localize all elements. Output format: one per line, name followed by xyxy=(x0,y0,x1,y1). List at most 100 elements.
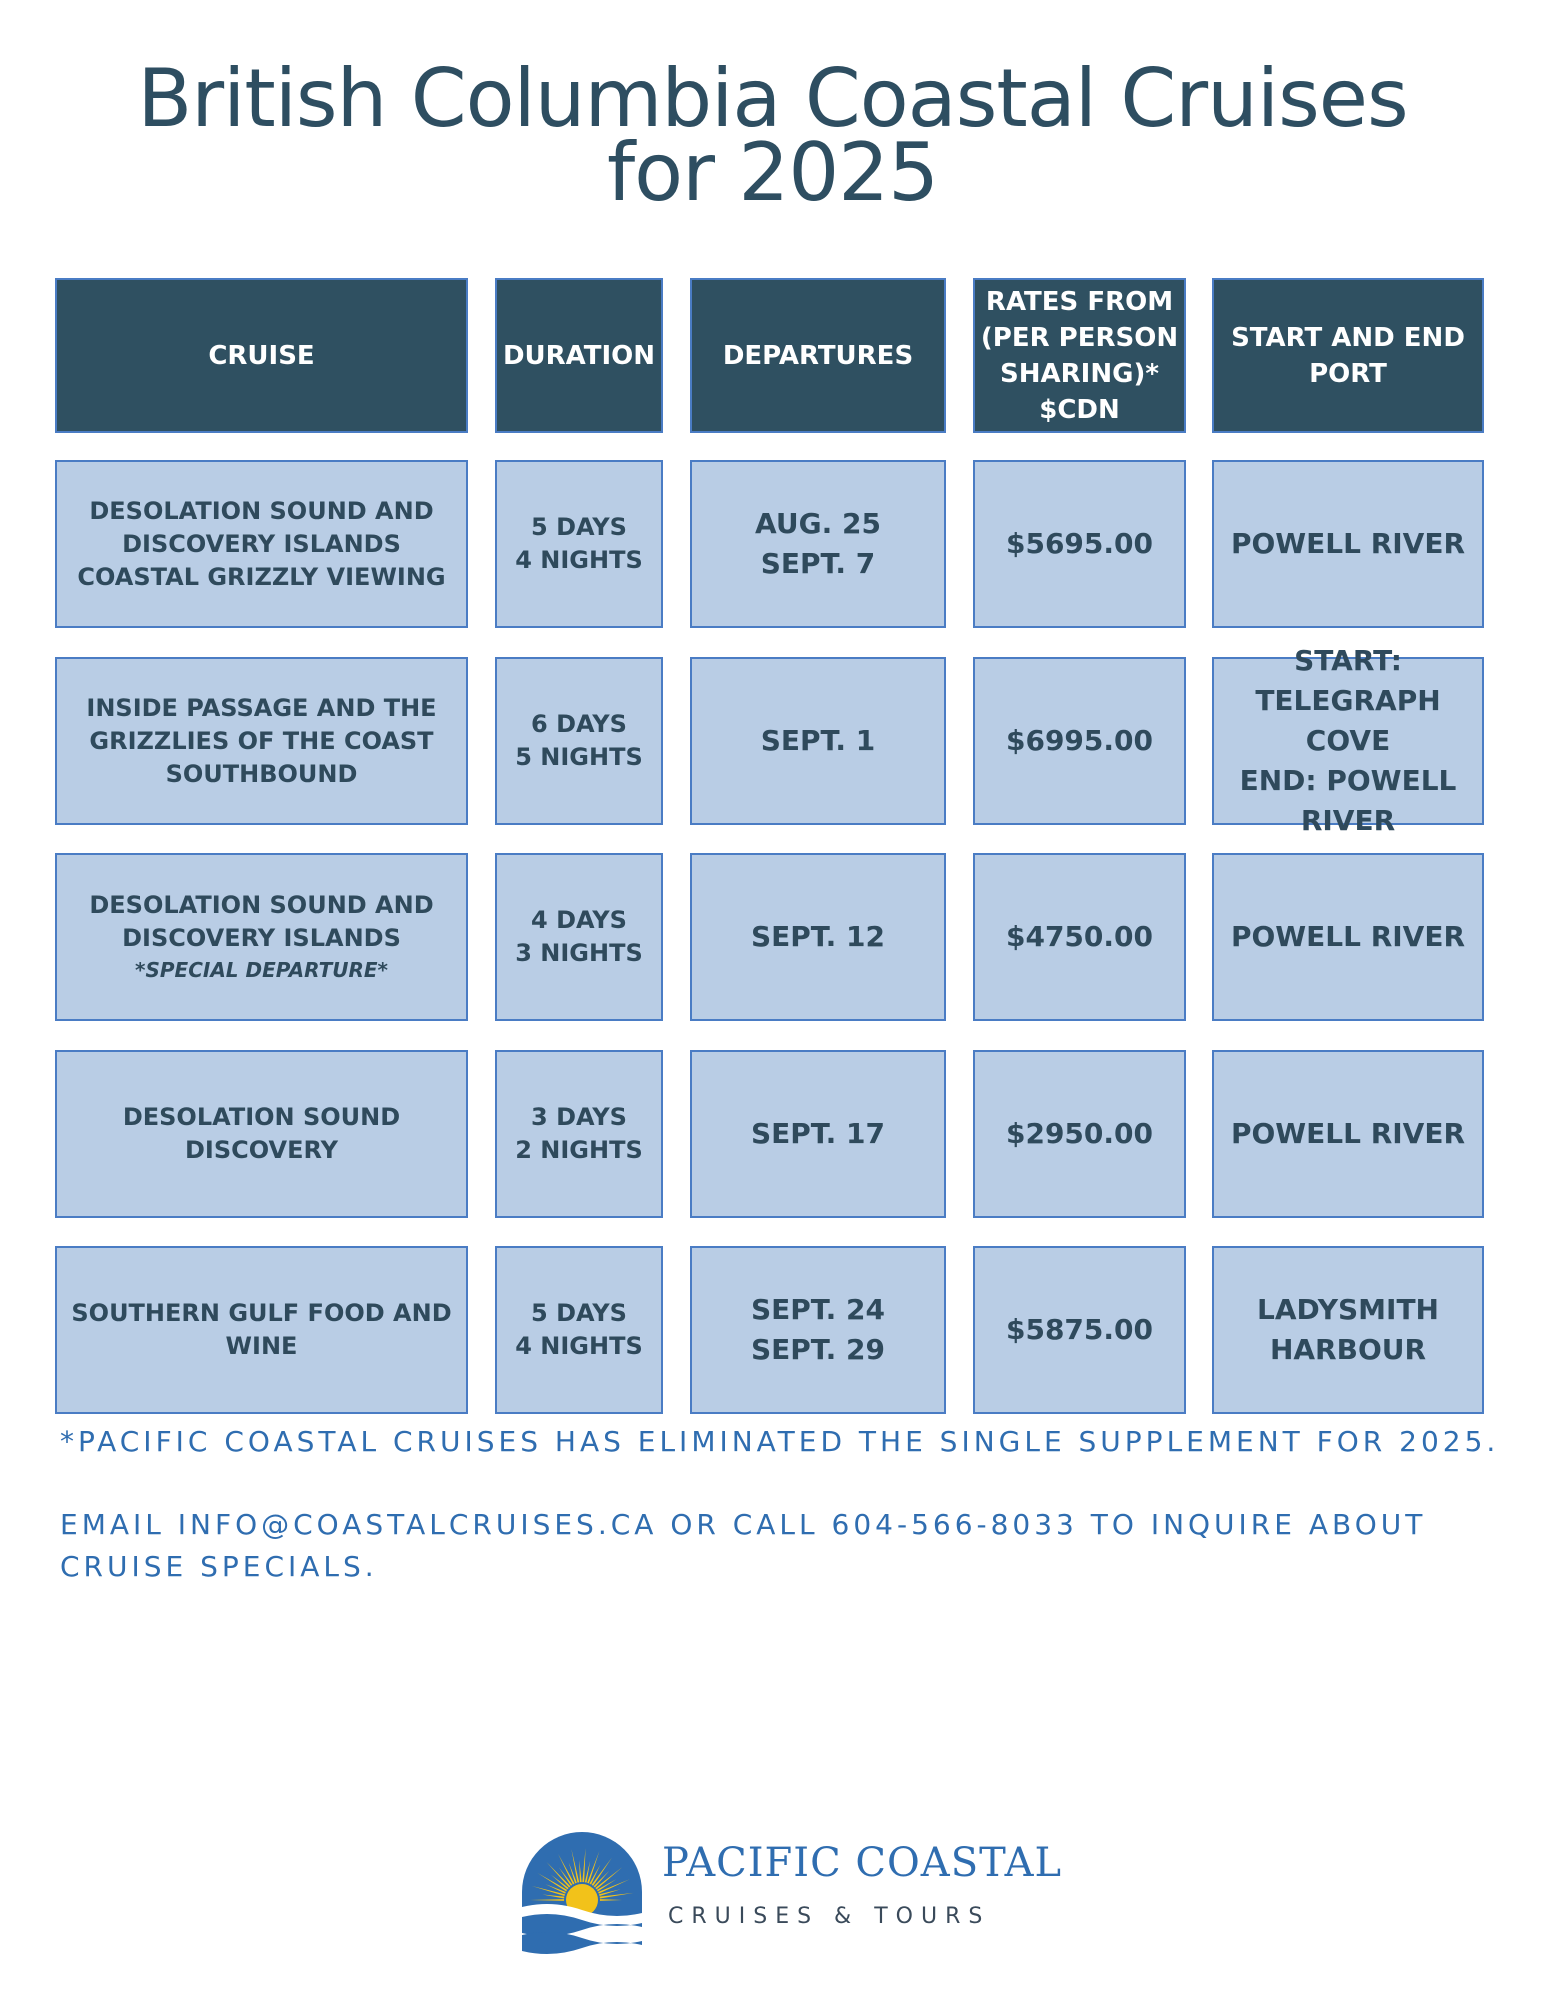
sun-ray xyxy=(596,1879,617,1892)
row-2-cruise: INSIDE PASSAGE AND THE GRIZZLIES OF THE C… xyxy=(55,657,468,825)
sun-ray xyxy=(558,1853,575,1885)
sun-ray xyxy=(542,1894,565,1899)
sun-ray xyxy=(546,1861,571,1888)
port-text-line: RIVER xyxy=(1300,804,1396,837)
row-4-departures: SEPT. 17 xyxy=(690,1050,946,1218)
row-3-port: POWELL RIVER xyxy=(1212,853,1484,1021)
duration-text-line: 5 NIGHTS xyxy=(515,743,643,771)
row-3-departures: SEPT. 12 xyxy=(690,853,946,1021)
cruise-text-line: INSIDE PASSAGE AND THE xyxy=(86,693,437,722)
sun-ray xyxy=(599,1892,634,1899)
sun-waves-icon xyxy=(522,1832,642,1957)
header-duration-label: DURATION xyxy=(502,340,656,371)
sun-ray xyxy=(571,1849,580,1883)
header-cruise-label: CRUISE xyxy=(208,340,315,371)
row-5-cruise: SOUTHERN GULF FOOD AND WINE xyxy=(55,1246,468,1414)
sun-ray xyxy=(530,1899,565,1901)
port-text-line: HARBOUR xyxy=(1269,1333,1427,1366)
departures-text-line: SEPT. 17 xyxy=(750,1117,885,1150)
sun-ray xyxy=(591,1857,612,1886)
sun-ray xyxy=(599,1899,622,1901)
contact-line-1: EMAIL INFO@COASTALCRUISES.CA OR CALL 604… xyxy=(60,1508,1427,1541)
title-line-1: British Columbia Coastal Cruises xyxy=(137,52,1408,145)
header-rates-line: (PER PERSON xyxy=(980,322,1179,353)
port-text-line: END: POWELL xyxy=(1239,764,1457,797)
rate-text: $5875.00 xyxy=(1005,1313,1153,1346)
row-2-departures: SEPT. 1 xyxy=(690,657,946,825)
departures-text-line: SEPT. 1 xyxy=(760,724,876,757)
port-text-line: POWELL RIVER xyxy=(1230,920,1466,953)
departures-text-line: SEPT. 7 xyxy=(760,547,876,580)
rate-text: $5695.00 xyxy=(1005,527,1153,560)
logo-name: PACIFIC COASTAL xyxy=(662,1840,1063,1886)
row-4-cruise: DESOLATION SOUND DISCOVERY xyxy=(55,1050,468,1218)
cruise-text-line: DISCOVERY ISLANDS xyxy=(122,529,401,558)
port-text-line: LADYSMITH xyxy=(1257,1293,1439,1326)
cruise-text-line: COASTAL GRIZZLY VIEWING xyxy=(77,562,446,591)
row-1-cruise: DESOLATION SOUND AND DISCOVERY ISLANDS COA… xyxy=(55,460,468,628)
row-3-rate: $4750.00 xyxy=(973,853,1186,1021)
port-text-line: POWELL RIVER xyxy=(1230,1117,1466,1150)
rate-text: $4750.00 xyxy=(1005,920,1153,953)
header-port-line: PORT xyxy=(1309,358,1387,389)
header-departures: DEPARTURES xyxy=(690,278,946,433)
departures-text-line: SEPT. 12 xyxy=(750,920,885,953)
sun-ray xyxy=(537,1872,568,1892)
row-2-duration: 6 DAYS 5 NIGHTS xyxy=(495,657,663,825)
duration-text-line: 3 NIGHTS xyxy=(515,939,643,967)
cruise-text-line: DESOLATION SOUND AND xyxy=(89,496,434,525)
rate-text: $2950.00 xyxy=(1005,1117,1153,1150)
duration-text-line: 4 DAYS xyxy=(531,906,627,934)
logo-tagline: CRUISES & TOURS xyxy=(668,1904,991,1929)
cruise-text-line: DESOLATION SOUND AND xyxy=(89,891,434,919)
page-title: British Columbia Coastal Cruises for 202… xyxy=(0,52,1545,219)
rate-text: $6995.00 xyxy=(1005,724,1153,757)
duration-text-line: 4 NIGHTS xyxy=(515,1332,643,1360)
row-5-rate: $5875.00 xyxy=(973,1246,1186,1414)
header-duration: DURATION xyxy=(495,278,663,433)
duration-text-line: 5 DAYS xyxy=(531,1299,627,1327)
duration-text-line: 5 DAYS xyxy=(531,513,627,541)
title-line-2: for 2025 xyxy=(606,126,939,219)
cruise-text-line: DISCOVERY ISLANDS xyxy=(122,924,401,952)
sun-ray xyxy=(599,1889,621,1897)
sun-ray xyxy=(582,1848,586,1883)
port-text-line: START: xyxy=(1294,644,1402,677)
header-cruise: CRUISE xyxy=(55,278,468,433)
sun-ray xyxy=(579,1860,582,1883)
sun-ray xyxy=(568,1862,577,1884)
row-1-rate: $5695.00 xyxy=(973,460,1186,628)
sun-ray xyxy=(595,1867,623,1890)
row-5-port: LADYSMITH HARBOUR xyxy=(1212,1246,1484,1414)
contact-line-2: CRUISE SPECIALS. xyxy=(60,1550,378,1583)
port-text-line: TELEGRAPH COVE xyxy=(1255,684,1441,757)
row-4-duration: 3 DAYS 2 NIGHTS xyxy=(495,1050,663,1218)
cruise-text-line: DESOLATION SOUND DISCOVERY xyxy=(122,1103,401,1164)
departures-text-line: AUG. 25 xyxy=(755,507,881,540)
cruise-text-line: SOUTHBOUND xyxy=(165,759,358,788)
cruise-text-line: WINE xyxy=(225,1332,298,1360)
sun-ray xyxy=(558,1867,573,1886)
header-rates-line: SHARING)* xyxy=(1000,358,1159,389)
port-text-line: POWELL RIVER xyxy=(1230,527,1466,560)
row-1-port: POWELL RIVER xyxy=(1212,460,1484,628)
duration-text-line: 3 DAYS xyxy=(531,1103,627,1131)
sun-ray xyxy=(584,1860,591,1883)
row-1-departures: AUG. 25 SEPT. 7 xyxy=(690,460,946,628)
duration-text-line: 2 NIGHTS xyxy=(515,1136,643,1164)
cruise-text-line: SOUTHERN GULF FOOD AND xyxy=(71,1299,452,1327)
sun-ray xyxy=(531,1885,565,1897)
duration-text-line: 6 DAYS xyxy=(531,710,627,738)
header-departures-label: DEPARTURES xyxy=(722,340,914,371)
departures-text-line: SEPT. 29 xyxy=(750,1333,885,1366)
supplement-note: *PACIFIC COASTAL CRUISES HAS ELIMINATED … xyxy=(60,1425,1500,1458)
sun-ray xyxy=(593,1870,610,1888)
row-4-port: POWELL RIVER xyxy=(1212,1050,1484,1218)
cruise-text-line: GRIZZLIES OF THE COAST xyxy=(89,726,434,755)
row-5-duration: 5 DAYS 4 NIGHTS xyxy=(495,1246,663,1414)
